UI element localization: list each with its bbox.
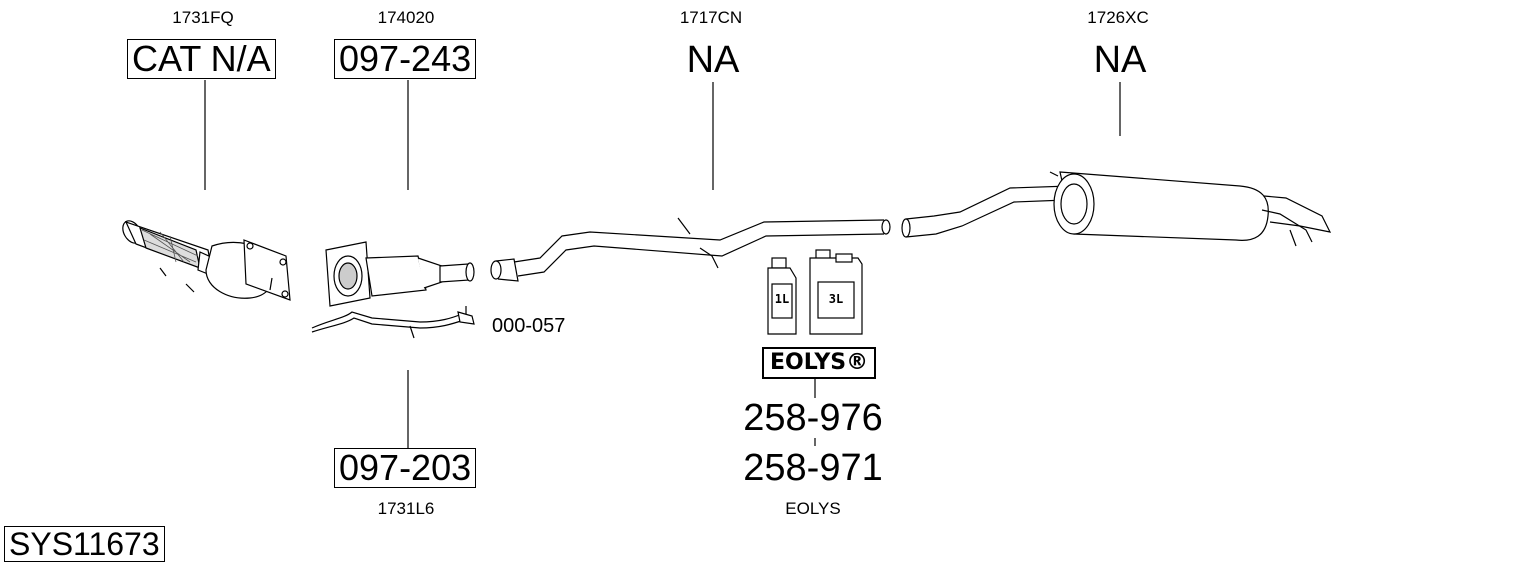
- eolys-ref-2[interactable]: 258-971: [743, 447, 883, 489]
- oem-label-lower: 1731L6: [377, 499, 435, 518]
- dpf-174020-drawing: [311, 241, 475, 339]
- oem-label-1: 1731FQ: [172, 8, 234, 27]
- part-ref-box-2[interactable]: 097-243: [334, 39, 477, 79]
- silencer-1726xc-drawing: [901, 171, 1332, 247]
- part-ref-box-lower[interactable]: 097-203: [334, 448, 477, 488]
- eolys-logo: EOLYS®: [762, 347, 877, 379]
- part-ref-box-1[interactable]: CAT N/A: [127, 39, 276, 79]
- catalyst-1731fq-drawing: [122, 220, 291, 301]
- part-ref-3[interactable]: NA: [686, 39, 740, 81]
- eolys-ref-1[interactable]: 258-976: [743, 397, 883, 439]
- oem-label-3: 1717CN: [679, 8, 743, 27]
- can-small-label: 1L: [774, 292, 790, 306]
- oem-label-4: 1726XC: [1087, 8, 1149, 27]
- pipe-1717cn-drawing: [490, 217, 891, 282]
- system-id-box: SYS11673: [4, 526, 165, 562]
- eolys-caption: EOLYS: [785, 499, 841, 518]
- sensor-ref-label[interactable]: 000-057: [492, 315, 566, 337]
- can-large-label: 3L: [828, 292, 844, 306]
- eolys-bottles-drawing: [767, 249, 863, 335]
- oem-label-2: 174020: [377, 8, 435, 27]
- part-ref-4[interactable]: NA: [1093, 39, 1147, 81]
